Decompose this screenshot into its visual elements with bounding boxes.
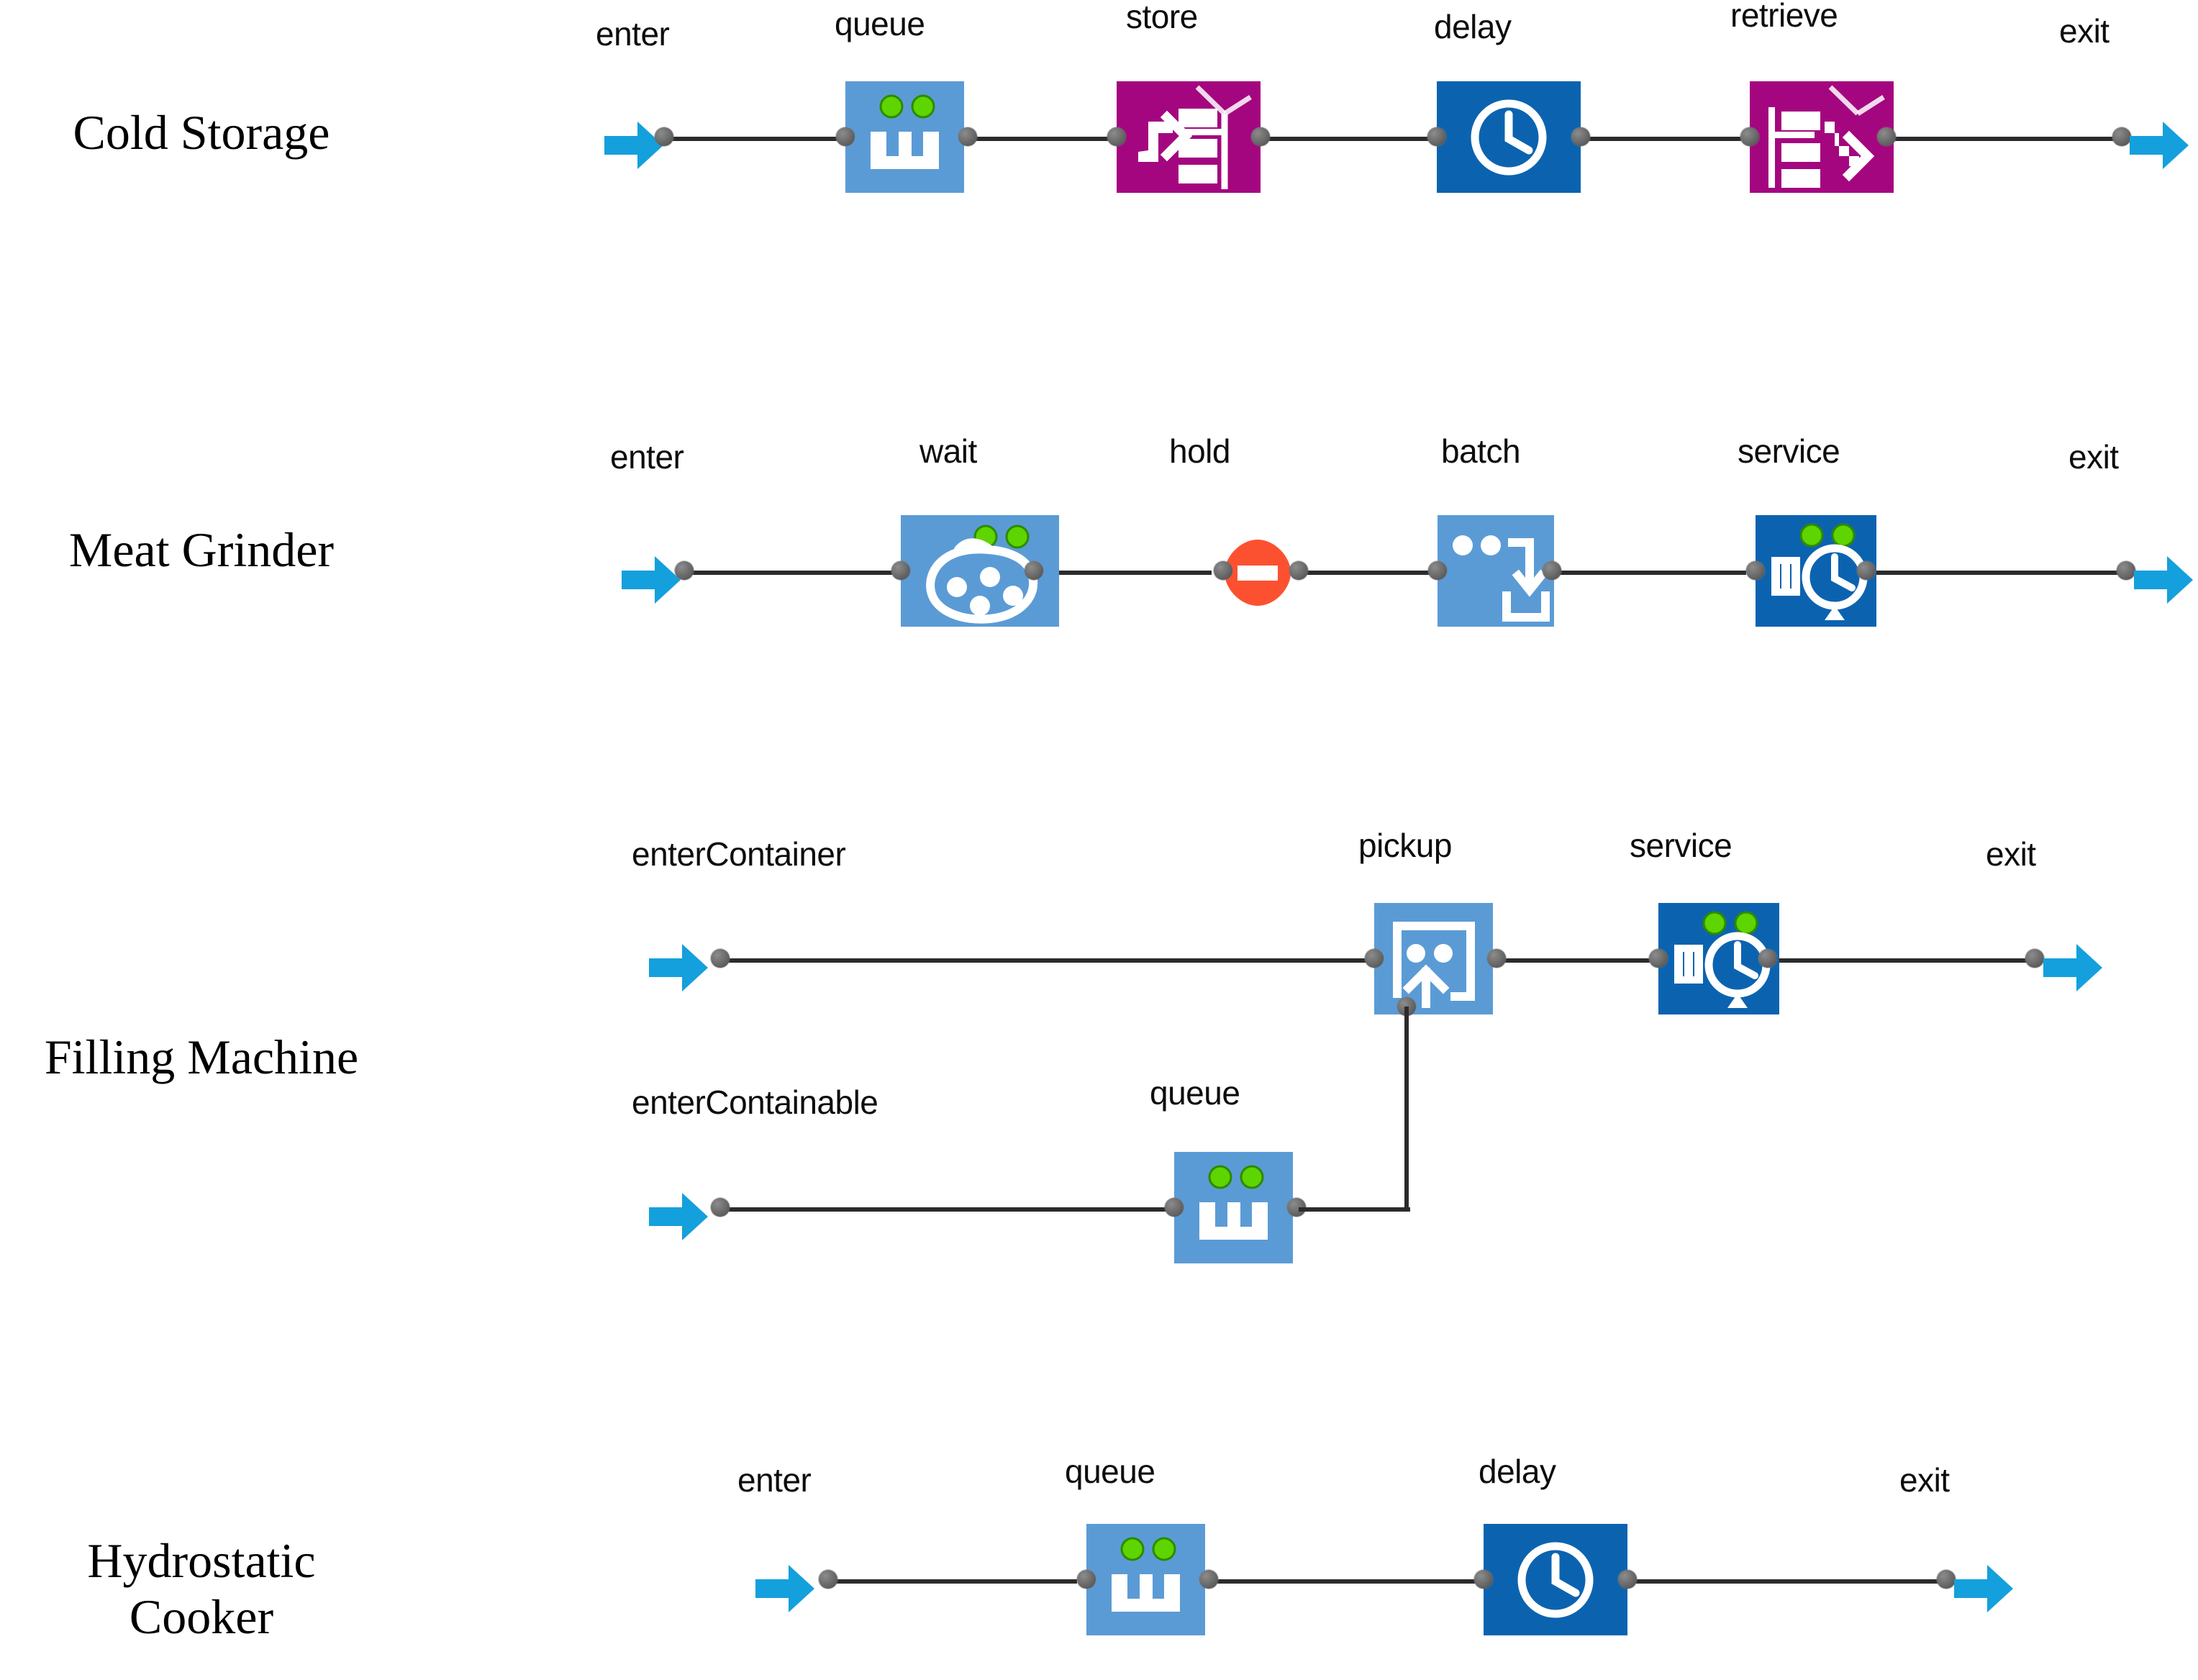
block-pickup[interactable] [1374, 903, 1493, 1014]
port-dot [1025, 561, 1043, 580]
block-delay[interactable] [1484, 1524, 1627, 1635]
node-label-enterContainable: enterContainable [632, 1084, 878, 1121]
node-label-exit: exit [2068, 438, 2119, 476]
connector-queue-store [971, 137, 1112, 141]
connector-delay-exit [1619, 1579, 1946, 1584]
connector-queue-pickup-vertical [1404, 1007, 1409, 1209]
port-dot [1077, 1570, 1096, 1589]
port-dot [1165, 1198, 1184, 1217]
port-dot [1740, 127, 1759, 146]
port-dot [1877, 127, 1896, 146]
node-label-retrieve: retrieve [1730, 0, 1838, 34]
port-dot [655, 127, 673, 146]
port-dot [1251, 127, 1270, 146]
connector-wait-hold [1030, 571, 1212, 575]
node-label-exit: exit [2059, 12, 2110, 50]
node-label-enter: enter [737, 1461, 812, 1499]
port-dot [711, 1198, 730, 1217]
connector-enter-queue [829, 1579, 1077, 1584]
port-dot [1487, 949, 1506, 968]
port-dot [958, 127, 977, 146]
connector-service-exit [1865, 571, 2126, 575]
block-store[interactable] [1117, 81, 1261, 193]
exit-arrow-icon [1953, 1561, 2015, 1617]
row-label-cold-storage: Cold Storage [73, 105, 330, 160]
connector-queue-pickup-horizontal [1299, 1207, 1410, 1212]
node-label-enter: enter [596, 15, 670, 53]
exit-arrow-icon [2133, 552, 2194, 608]
node-label-exit: exit [1986, 835, 2036, 873]
node-label-queue: queue [835, 5, 925, 42]
node-label-delay: delay [1434, 8, 1512, 45]
node-label-queue: queue [1150, 1074, 1240, 1112]
exit-arrow-icon [2128, 117, 2190, 173]
port-dot [1618, 1570, 1637, 1589]
exit-arrow-icon [2042, 940, 2104, 996]
enter-arrow-icon [648, 1189, 709, 1245]
enter-arrow-icon [603, 117, 665, 173]
node-label-service: service [1630, 827, 1732, 864]
node-label-pickup: pickup [1358, 827, 1452, 864]
connector-entercontainer-pickup [716, 958, 1367, 963]
connector-enter-wait [682, 571, 892, 575]
port-dot [1649, 949, 1668, 968]
row-label-hydrostatic-cooker: Hydrostatic Cooker [87, 1533, 316, 1645]
connector-entercontainable-queue [716, 1207, 1169, 1212]
port-dot [2112, 127, 2131, 146]
port-dot [2025, 949, 2044, 968]
port-dot [819, 1570, 837, 1589]
enter-arrow-icon [754, 1561, 816, 1617]
connector-service-exit [1765, 958, 2035, 963]
block-batch[interactable] [1438, 515, 1554, 627]
port-dot [1857, 561, 1876, 580]
port-dot [675, 561, 694, 580]
port-dot [1746, 561, 1765, 580]
node-label-queue: queue [1065, 1453, 1155, 1490]
port-dot [1214, 561, 1232, 580]
port-dot [1289, 561, 1308, 580]
port-dot [1758, 949, 1777, 968]
block-retrieve[interactable] [1750, 81, 1894, 193]
node-label-batch: batch [1441, 432, 1521, 470]
port-dot [1107, 127, 1126, 146]
connector-retrieve-exit [1885, 137, 2122, 141]
node-label-hold: hold [1169, 432, 1230, 470]
port-dot [1427, 127, 1446, 146]
port-dot [1543, 561, 1561, 580]
enter-arrow-icon [620, 552, 682, 608]
connector-pickup-service [1502, 958, 1650, 963]
node-label-exit: exit [1899, 1461, 1950, 1499]
port-dot [836, 127, 855, 146]
connector-hold-batch [1299, 571, 1432, 575]
port-dot [1937, 1570, 1956, 1589]
block-queue[interactable] [1174, 1152, 1293, 1263]
port-dot [891, 561, 910, 580]
port-dot [1571, 127, 1590, 146]
port-dot [1428, 561, 1447, 580]
block-queue[interactable] [1086, 1524, 1205, 1635]
row-label-meat-grinder: Meat Grinder [68, 522, 335, 577]
port-dot [1474, 1570, 1493, 1589]
row-label-filling-machine: Filling Machine [44, 1030, 359, 1084]
connector-batch-service [1550, 571, 1746, 575]
node-label-enterContainer: enterContainer [632, 835, 846, 873]
port-dot [1199, 1570, 1218, 1589]
block-delay[interactable] [1437, 81, 1581, 193]
node-label-wait: wait [919, 432, 977, 470]
block-queue[interactable] [845, 81, 964, 193]
enter-arrow-icon [648, 940, 709, 996]
connector-enter-queue [662, 137, 842, 141]
node-label-store: store [1126, 0, 1198, 35]
port-dot [1365, 949, 1384, 968]
block-hold[interactable] [1223, 538, 1292, 607]
connector-delay-retrieve [1572, 137, 1741, 141]
port-dot [711, 949, 730, 968]
node-label-enter: enter [610, 438, 684, 476]
connector-store-delay [1255, 137, 1432, 141]
port-dot [2117, 561, 2135, 580]
connector-queue-delay [1209, 1579, 1479, 1584]
node-label-service: service [1738, 432, 1840, 470]
node-label-delay: delay [1479, 1453, 1556, 1490]
